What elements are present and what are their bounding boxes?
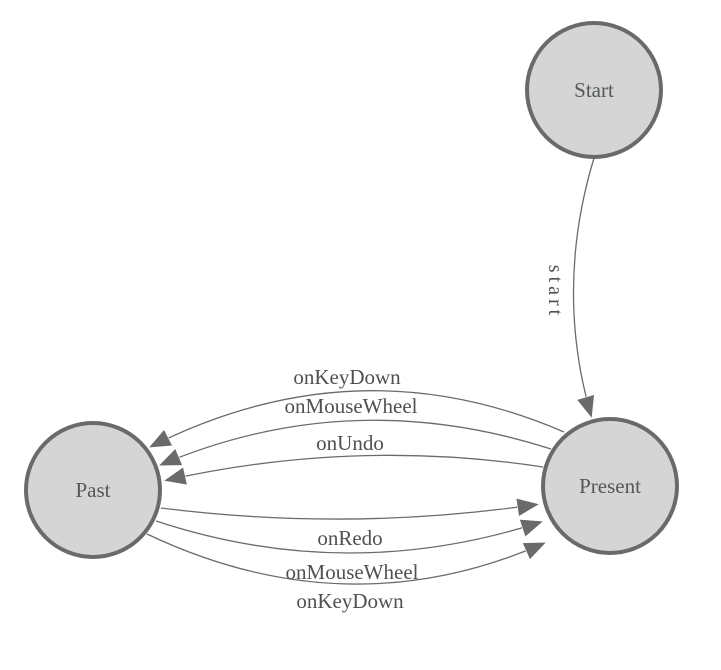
node-start-label: Start — [574, 78, 614, 102]
edge-start-to-present — [572, 157, 594, 419]
edge-label-onkeydown-top: onKeyDown — [293, 365, 401, 389]
edge-present-to-past-onmousewheel — [158, 419, 552, 467]
edge-present-to-past-onkeydown — [148, 390, 565, 448]
edge-past-to-present-onredo — [160, 504, 540, 520]
edge-label-onkeydown-bottom: onKeyDown — [296, 589, 404, 613]
edge-present-to-past-onundo — [163, 454, 544, 481]
edge-label-onredo: onRedo — [317, 526, 382, 550]
node-start-circle[interactable] — [525, 21, 663, 159]
node-present[interactable]: Present — [541, 417, 679, 555]
edge-label-onmousewheel-top: onMouseWheel — [285, 394, 418, 418]
node-start[interactable]: Start — [525, 21, 663, 159]
edge-past-to-present-onmousewheel — [155, 521, 544, 554]
node-present-circle[interactable] — [541, 417, 679, 555]
edge-label-start: start — [544, 265, 566, 319]
node-past-circle[interactable] — [24, 421, 162, 559]
edge-label-onmousewheel-bottom: onMouseWheel — [286, 560, 419, 584]
edge-label-onundo: onUndo — [316, 431, 384, 455]
node-present-label: Present — [579, 474, 641, 498]
edge-past-to-present-onkeydown — [146, 533, 547, 585]
node-past-label: Past — [75, 478, 110, 502]
node-past[interactable]: Past — [24, 421, 162, 559]
